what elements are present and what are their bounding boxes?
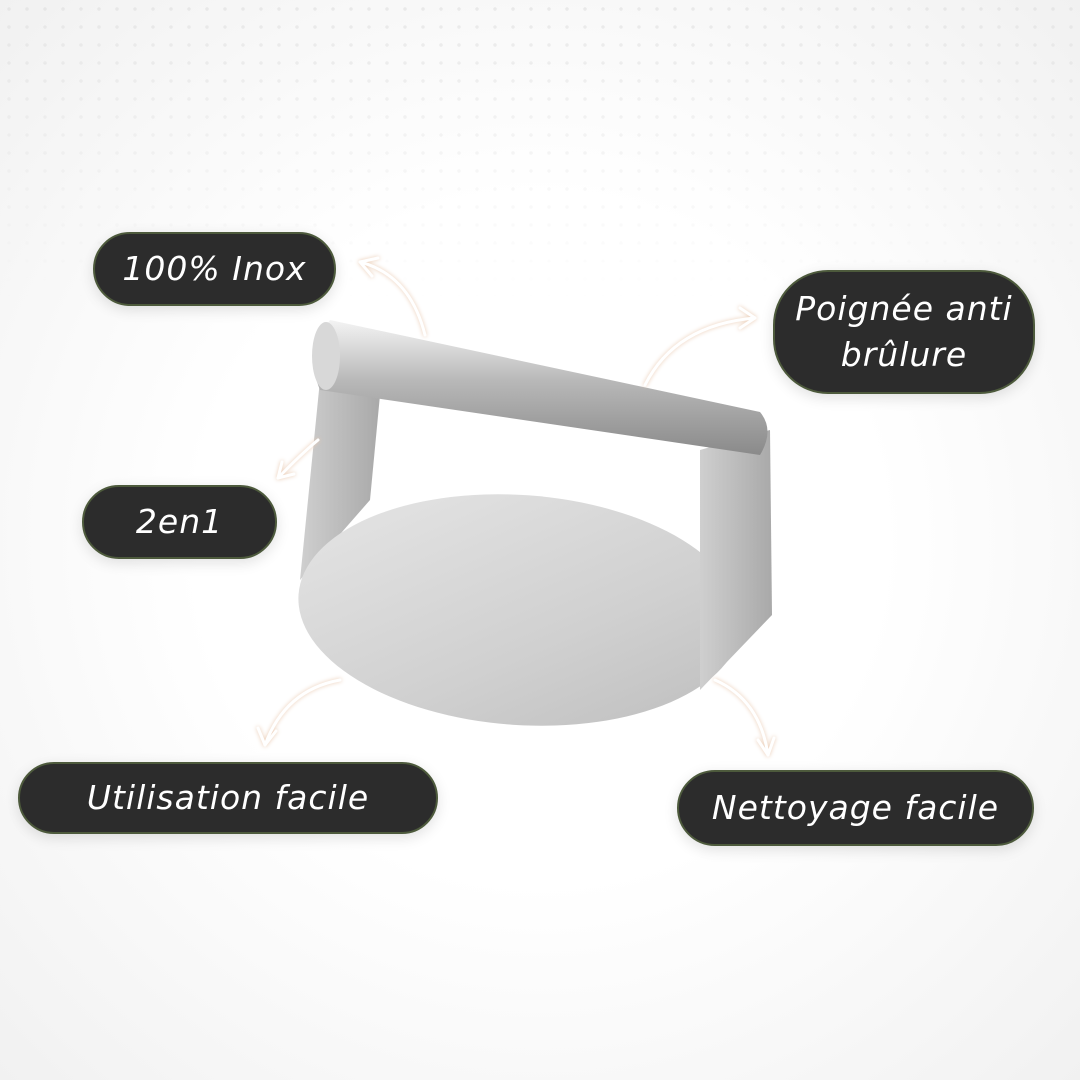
- press-body: [298, 320, 772, 726]
- feature-label: Utilisation facile: [86, 778, 370, 817]
- feature-badge-easy-clean: Nettoyage facile: [677, 770, 1034, 846]
- feature-badge-easy-use: Utilisation facile: [18, 762, 438, 834]
- feature-badge-2en1: 2en1: [82, 485, 277, 559]
- arrows: [256, 256, 776, 757]
- feature-label: 100% Inox: [122, 249, 307, 288]
- feature-badge-handle: Poignée anti brûlure: [773, 270, 1035, 394]
- feature-label: Poignée anti brûlure: [795, 289, 1013, 374]
- feature-label: Nettoyage facile: [711, 788, 1000, 827]
- feature-label: 2en1: [135, 502, 224, 541]
- feature-badge-inox: 100% Inox: [93, 232, 336, 306]
